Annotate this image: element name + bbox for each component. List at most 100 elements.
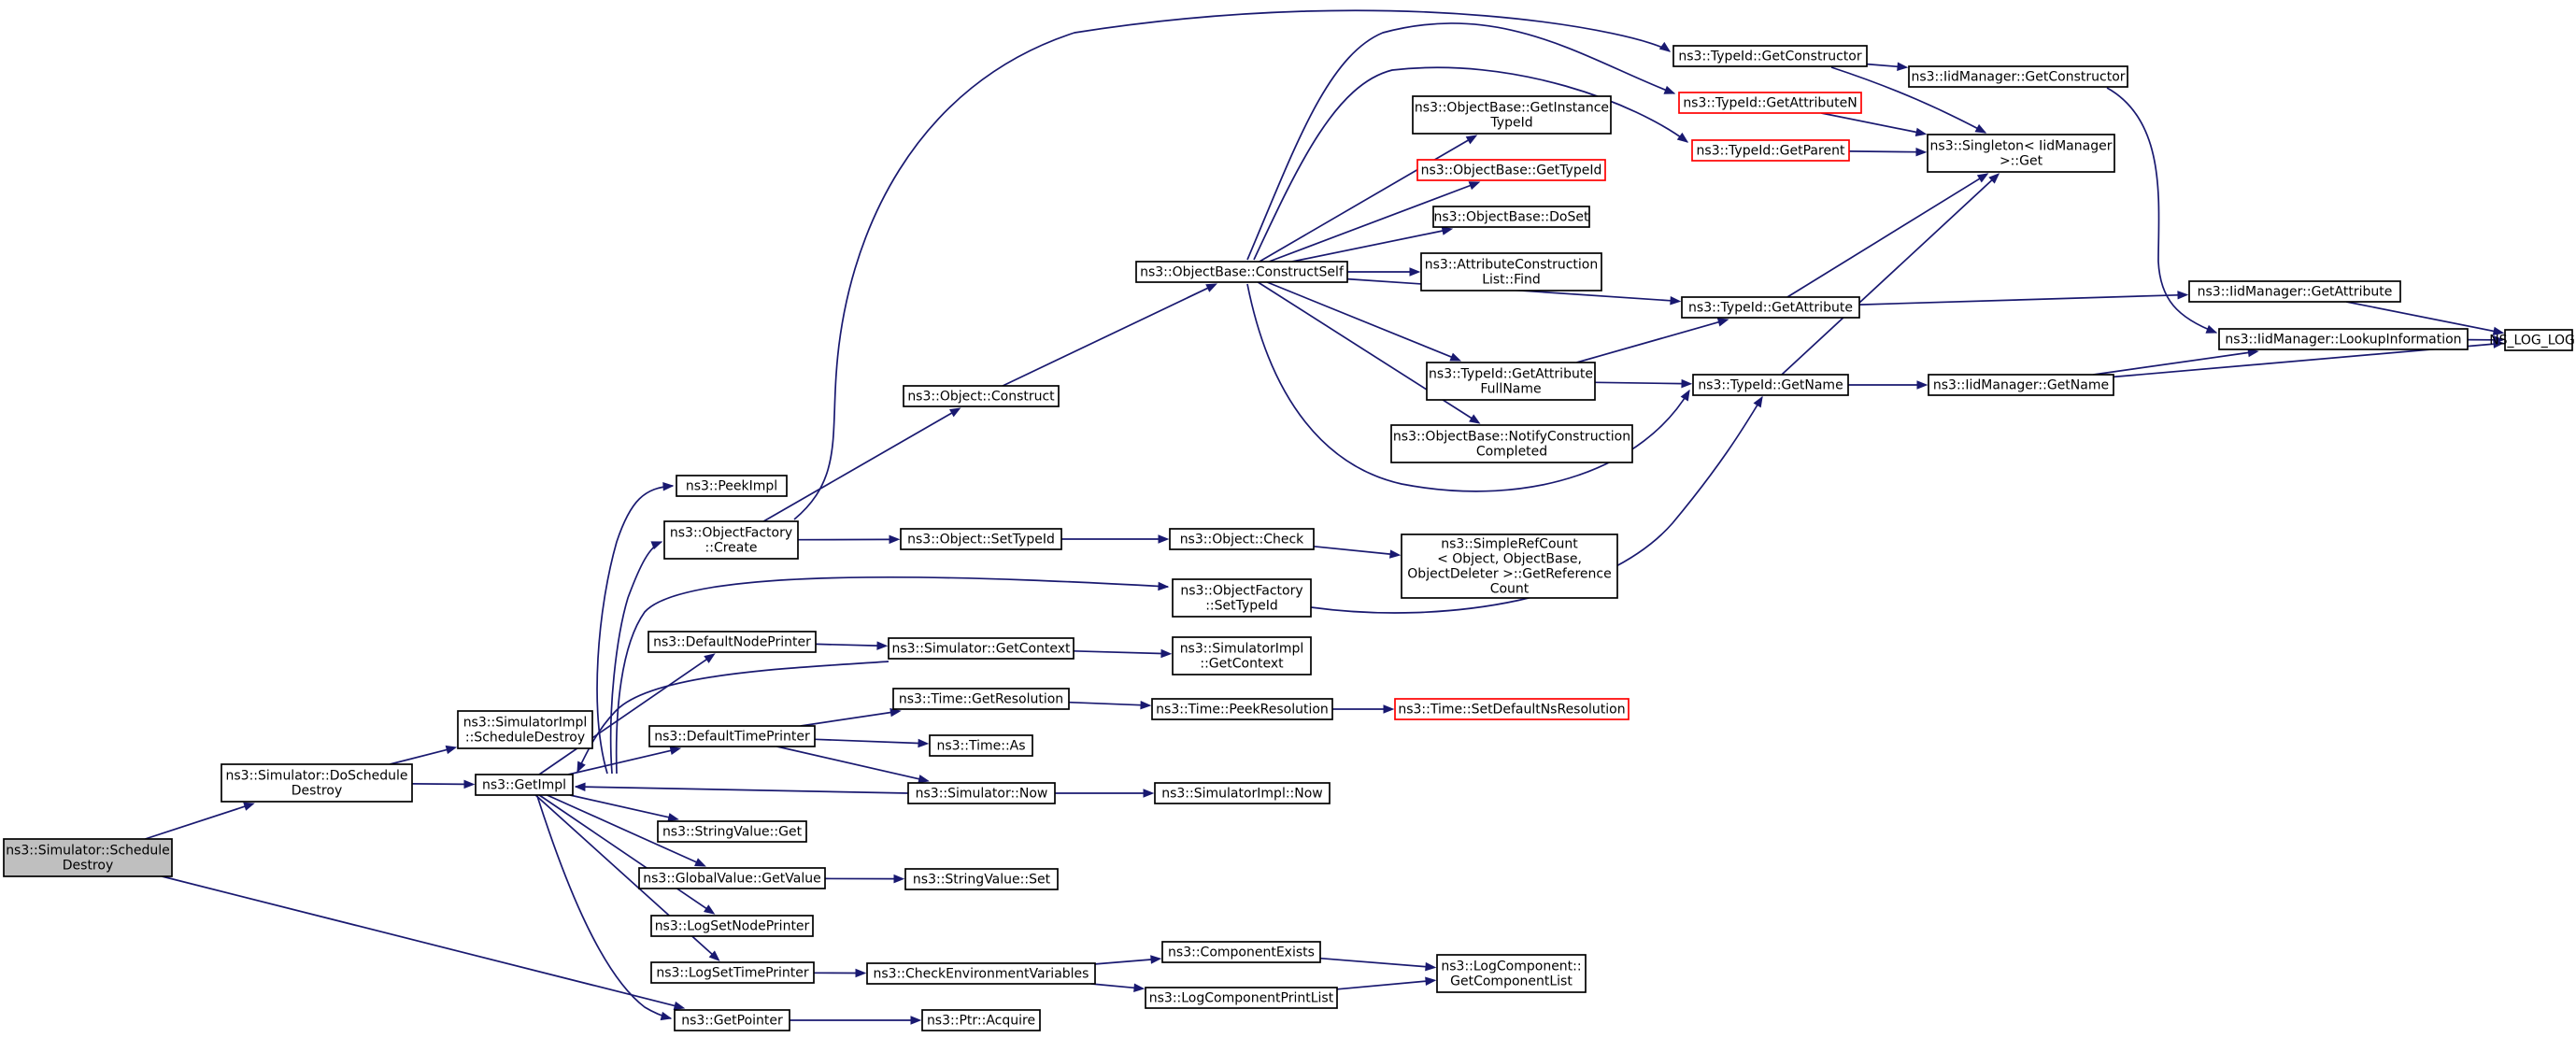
node-simulator-get-context[interactable]: ns3::Simulator::GetContext	[888, 637, 1075, 660]
arrowhead	[703, 904, 716, 915]
node-schedule-destroy[interactable]: ns3::Simulator::ScheduleDestroy	[3, 838, 173, 877]
node-simimpl-schedule-destroy[interactable]: ns3::SimulatorImpl::ScheduleDestroy	[457, 710, 593, 749]
node-object-base-do-set[interactable]: ns3::ObjectBase::DoSet	[1432, 206, 1590, 228]
node-iid-manager-get-constructor[interactable]: ns3::IidManager::GetConstructor	[1908, 65, 2128, 88]
node-box	[657, 820, 807, 843]
node-label: ns3::LogSetNodePrinter	[655, 919, 810, 934]
node-label: ::Create	[705, 541, 758, 556]
node-get-impl[interactable]: ns3::GetImpl	[475, 774, 574, 796]
node-label: NS_LOG_LOGIC	[2489, 334, 2576, 348]
node-string-value-set[interactable]: ns3::StringValue::Set	[904, 868, 1059, 890]
node-label: ns3::TypeId::GetAttribute	[1688, 301, 1853, 316]
node-simimpl-now[interactable]: ns3::SimulatorImpl::Now	[1154, 782, 1331, 804]
node-check-env-vars[interactable]: ns3::CheckEnvironmentVariables	[866, 962, 1096, 985]
edge-get_impl-to-log_set_node_printer	[538, 794, 716, 915]
node-iid-manager-get-attribute[interactable]: ns3::IidManager::GetAttribute	[2188, 280, 2401, 303]
node-string-value-get[interactable]: ns3::StringValue::Get	[657, 820, 807, 843]
node-label: ns3::Time::GetResolution	[899, 692, 1063, 707]
node-label: >::Get	[2000, 154, 2043, 169]
node-object-factory-create[interactable]: ns3::ObjectFactory::Create	[663, 520, 799, 560]
node-object-base-get-type-id[interactable]: ns3::ObjectBase::GetTypeId	[1416, 159, 1606, 181]
arrowhead	[1469, 414, 1481, 424]
edge-get_impl-to-global_value_get_value	[547, 794, 706, 867]
edge-line	[1002, 287, 1209, 387]
node-log-component-get-component-list[interactable]: ns3::LogComponent::GetComponentList	[1436, 954, 1587, 993]
edge-type_id_get_constructor-to-iid_manager_get_constructor	[1866, 62, 1909, 71]
node-log-component-print-list[interactable]: ns3::LogComponentPrintList	[1145, 987, 1338, 1009]
node-object-base-notify-construction-completed[interactable]: ns3::ObjectBase::NotifyConstructionCompl…	[1390, 424, 1633, 463]
node-log-set-node-printer[interactable]: ns3::LogSetNodePrinter	[650, 915, 814, 937]
node-label: ns3::Object::SetTypeId	[907, 533, 1055, 547]
node-global-value-get-value[interactable]: ns3::GlobalValue::GetValue	[638, 867, 826, 889]
node-type-id-get-constructor[interactable]: ns3::TypeId::GetConstructor	[1672, 45, 1868, 67]
node-box	[2218, 328, 2469, 350]
node-box	[921, 1009, 1041, 1031]
edge-default_time_printer-to-time_as	[814, 738, 930, 748]
node-box	[1172, 636, 1312, 675]
arrowhead	[1716, 318, 1729, 327]
node-iid-manager-lookup-information[interactable]: ns3::IidManager::LookupInformation	[2218, 328, 2469, 350]
edge-line	[536, 795, 672, 1019]
arrowhead	[1389, 549, 1402, 559]
arrowhead	[1974, 123, 1987, 134]
edge-get_impl-to-get_pointer	[536, 795, 673, 1021]
node-ptr-acquire[interactable]: ns3::Ptr::Acquire	[921, 1009, 1041, 1031]
node-time-as[interactable]: ns3::Time::As	[929, 734, 1033, 757]
node-peek-impl[interactable]: ns3::PeekImpl	[676, 475, 788, 497]
edge-schedule_destroy-to-do_schedule_destroy	[145, 802, 255, 840]
edge-line	[538, 658, 707, 775]
node-label: ns3::ObjectBase::ConstructSelf	[1140, 265, 1345, 280]
arrowhead	[708, 950, 720, 961]
node-component-exists[interactable]: ns3::ComponentExists	[1161, 941, 1321, 963]
node-label: ns3::Ptr::Acquire	[927, 1014, 1035, 1029]
arrowhead	[1449, 352, 1462, 362]
node-simulator-now[interactable]: ns3::Simulator::Now	[907, 782, 1056, 804]
node-type-id-get-name[interactable]: ns3::TypeId::GetName	[1692, 374, 1849, 396]
node-object-factory-set-type-id[interactable]: ns3::ObjectFactory::SetTypeId	[1172, 578, 1312, 618]
node-type-id-get-parent[interactable]: ns3::TypeId::GetParent	[1691, 139, 1850, 162]
node-box	[676, 475, 788, 497]
arrowhead	[243, 802, 255, 811]
node-label: ns3::Object::Check	[1180, 533, 1304, 547]
node-label: ns3::Time::PeekResolution	[1156, 703, 1329, 718]
edge-iid_manager_get_name-to-iid_manager_lookup_information	[2093, 348, 2259, 376]
node-default-node-printer[interactable]: ns3::DefaultNodePrinter	[648, 631, 817, 653]
node-default-time-printer[interactable]: ns3::DefaultTimePrinter	[648, 725, 816, 747]
edge-line	[145, 805, 246, 840]
arrowhead	[1681, 378, 1693, 389]
node-type-id-get-attribute-n[interactable]: ns3::TypeId::GetAttributeN	[1678, 92, 1862, 114]
edge-type_id_get_attribute-to-singleton_iid_manager_get	[1786, 173, 1989, 298]
node-label: ns3::CheckEnvironmentVariables	[874, 967, 1089, 982]
arrowhead	[1409, 267, 1421, 277]
edge-get_impl-to-default_node_printer	[538, 653, 716, 775]
node-log-set-time-printer[interactable]: ns3::LogSetTimePrinter	[650, 961, 815, 984]
edge-default_time_printer-to-time_get_resolution	[800, 707, 902, 727]
node-box	[1927, 134, 2115, 173]
edge-line	[567, 749, 672, 775]
node-time-set-default-ns-resolution[interactable]: ns3::Time::SetDefaultNsResolution	[1394, 698, 1630, 720]
node-object-construct[interactable]: ns3::Object::Construct	[903, 385, 1060, 407]
edge-simulator_now-to-simimpl_now	[1055, 789, 1155, 798]
node-ns-log-logic[interactable]: NS_LOG_LOGIC	[2489, 329, 2576, 351]
edge-type_id_get_name-to-iid_manager_get_name	[1848, 380, 1928, 390]
node-singleton-iid-manager-get[interactable]: ns3::Singleton< IidManager >::Get	[1927, 134, 2115, 173]
node-object-set-type-id[interactable]: ns3::Object::SetTypeId	[900, 528, 1062, 550]
node-object-check[interactable]: ns3::Object::Check	[1169, 528, 1315, 550]
node-label: ::GetContext	[1200, 657, 1284, 672]
node-object-base-construct-self[interactable]: ns3::ObjectBase::ConstructSelf	[1135, 261, 1348, 283]
edge-type_id_get_attribute_n-to-singleton_iid_manager_get	[1821, 112, 1928, 137]
edge-iid_manager_get_constructor-to-iid_manager_lookup_information	[2106, 87, 2218, 334]
node-type-id-get-attribute[interactable]: ns3::TypeId::GetAttribute	[1681, 296, 1860, 319]
node-label: GetComponentList	[1450, 974, 1573, 989]
edge-component_exists-to-log_component_get_component_list	[1319, 957, 1437, 972]
node-simimpl-get-context[interactable]: ns3::SimulatorImpl::GetContext	[1172, 636, 1312, 675]
node-time-get-resolution[interactable]: ns3::Time::GetResolution	[892, 688, 1070, 710]
node-simple-ref-count[interactable]: ns3::SimpleRefCount< Object, ObjectBase,…	[1401, 533, 1618, 599]
node-iid-manager-get-name[interactable]: ns3::IidManager::GetName	[1928, 374, 2114, 396]
node-get-pointer[interactable]: ns3::GetPointer	[674, 1009, 790, 1031]
node-time-peek-resolution[interactable]: ns3::Time::PeekResolution	[1151, 698, 1333, 720]
